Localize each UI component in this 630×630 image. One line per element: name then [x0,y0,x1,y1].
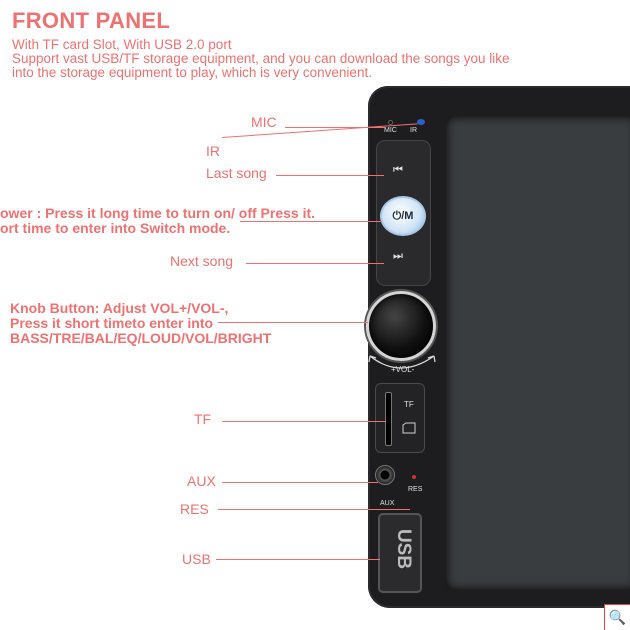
previous-track-icon[interactable]: ⏮ [393,164,403,176]
tf-card-slot[interactable] [385,392,392,446]
ir-sensor [417,119,425,125]
label-knob-line-3: BASS/TRE/BAL/EQ/LOUD/VOL/BRIGHT [10,330,272,346]
label-tf: TF [194,411,212,427]
power-mode-button[interactable]: ⏻/M [380,196,426,236]
leader-line-last-song [276,175,384,176]
label-res: RES [180,501,209,517]
label-ir: IR [206,143,220,159]
leader-line-aux [222,482,378,483]
vol-arrows-icon [368,355,436,369]
tf-print: TF [404,400,414,409]
label-mic: MIC [251,114,277,130]
leader-line-next-song [246,263,384,264]
next-track-icon[interactable]: ⏭ [393,250,403,262]
mic-print: MIC [384,127,397,134]
leader-line-res [218,509,410,510]
res-print: RES [408,486,423,493]
touch-screen[interactable] [446,116,630,590]
ir-print: IR [410,127,417,134]
leader-line-mic [285,127,385,128]
vol-print: +VOL- [391,365,415,374]
sd-card-icon [402,422,416,434]
reset-hole[interactable] [412,475,416,479]
volume-knob[interactable] [366,291,436,361]
power-icon: ⏻/M [392,209,414,222]
zoom-icon[interactable]: 🔍 [604,604,630,630]
subtitle-line-1: With TF card Slot, With USB 2.0 port [12,37,232,52]
leader-line-power [240,221,382,222]
subtitle-line-2: Support vast USB/TF storage equipment, a… [12,51,510,66]
leader-line-knob [218,322,368,323]
label-aux: AUX [187,473,216,489]
leader-line-tf [222,421,386,422]
usb-port[interactable] [378,513,422,593]
tf-card-panel [375,383,425,453]
page-title: FRONT PANEL [12,8,171,33]
label-power-line-1: ower : Press it long time to turn on/ of… [0,205,316,221]
aux-jack[interactable] [375,465,395,485]
subtitle-line-3: into the storage equipment to play, whic… [12,65,372,80]
label-next-song: Next song [170,253,234,269]
usb-print: USB [393,528,415,570]
leader-line-usb [216,559,380,560]
label-usb: USB [182,551,211,567]
label-knob-line-2: Press it short timeto enter into [10,315,214,331]
aux-print: AUX [380,500,395,507]
label-power-line-2: ort time to enter into Switch mode. [0,220,231,236]
label-knob-line-1: Knob Button: Adjust VOL+/VOL-, [10,300,229,316]
label-last-song: Last song [206,165,267,181]
